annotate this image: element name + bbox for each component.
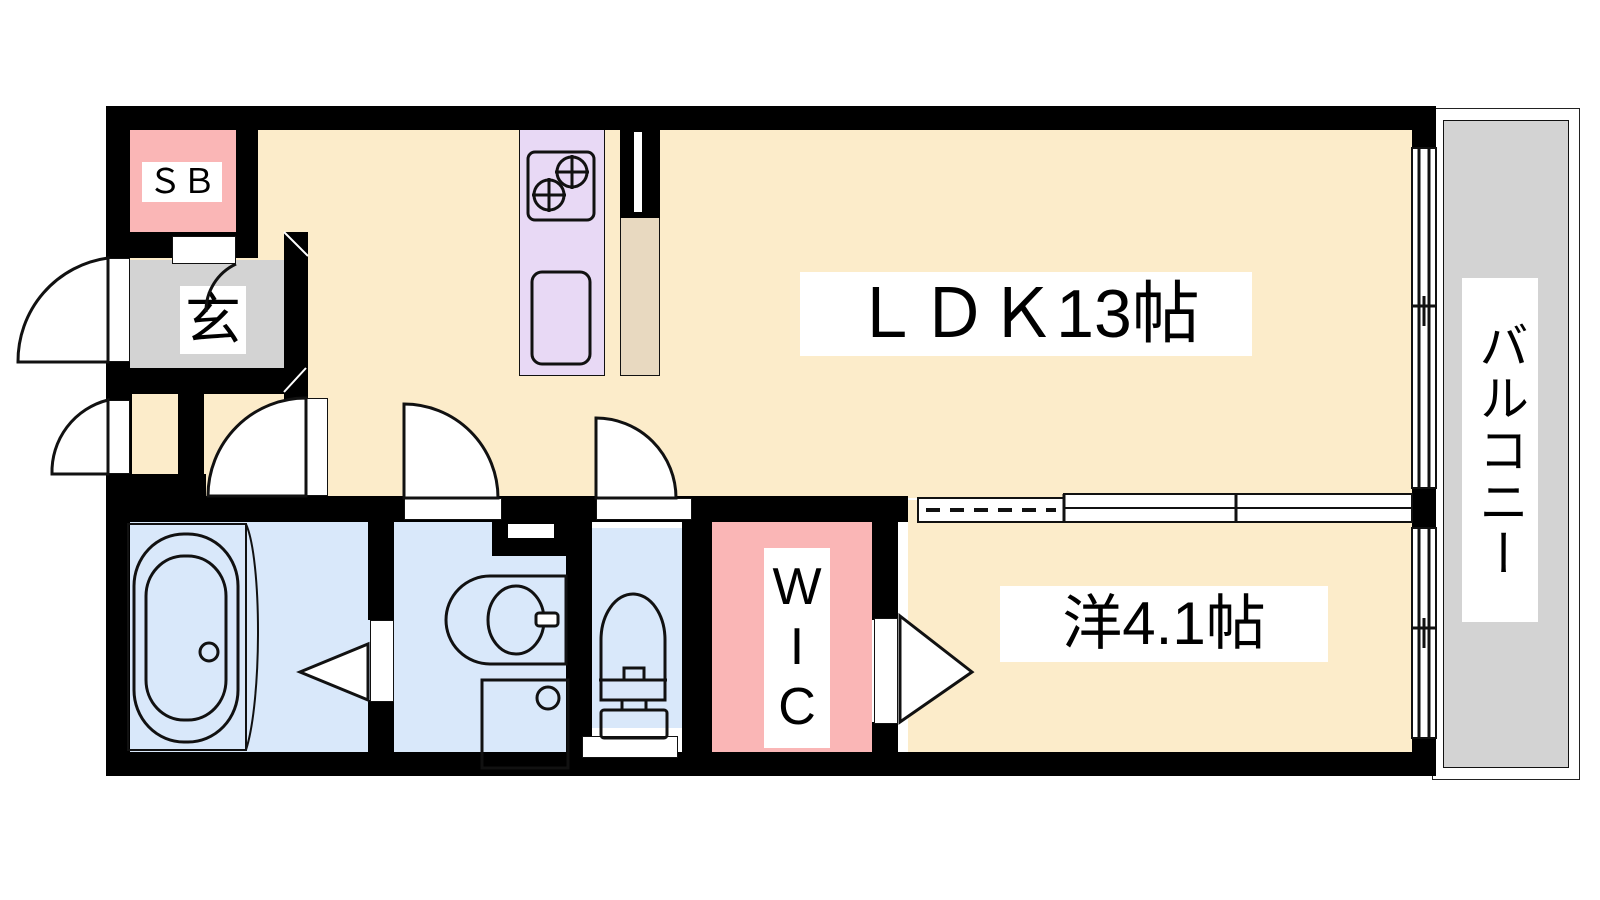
wall-exterior-bottom bbox=[106, 752, 1436, 776]
kitchen-sink-icon bbox=[530, 270, 592, 366]
kitchen-counter bbox=[620, 216, 660, 376]
western-room-label: 洋4.1帖 bbox=[1000, 586, 1328, 662]
wall-toilet-wic bbox=[682, 520, 712, 752]
wall-entrance-bottom bbox=[126, 368, 308, 394]
wall-washroom-toilet bbox=[566, 520, 592, 752]
ldk-door-swing-icon bbox=[206, 396, 308, 498]
wall-ps-bottom bbox=[106, 474, 206, 500]
wall-exterior-right-top bbox=[1412, 106, 1436, 148]
gas-stove-icon bbox=[526, 150, 596, 222]
shoe-box-door[interactable] bbox=[172, 236, 236, 264]
shoe-box-door-swing-icon bbox=[204, 262, 237, 313]
balcony-sliding-door-upper-icon bbox=[1411, 147, 1437, 489]
wall-shoebox-right bbox=[236, 106, 258, 256]
wic-sliding-door-arrow-icon bbox=[898, 612, 975, 725]
toilet-icon bbox=[599, 592, 669, 740]
wall-wic-right-upper bbox=[872, 520, 898, 620]
washing-machine-pan-icon bbox=[480, 678, 570, 770]
wall-bath-washroom-lower bbox=[368, 700, 394, 752]
wall-bath-washroom bbox=[368, 520, 394, 620]
entrance-label: 玄 bbox=[180, 286, 246, 354]
wall-mid-horizontal-right bbox=[872, 496, 908, 522]
bathroom-sliding-door-arrow-icon bbox=[296, 641, 370, 703]
wall-exterior-right-bottom bbox=[1412, 738, 1436, 776]
toilet-door-swing-icon bbox=[594, 416, 678, 500]
wall-mid-horizontal bbox=[130, 496, 906, 522]
wall-exterior-right-mid bbox=[1412, 488, 1436, 528]
washroom-nub-slot bbox=[508, 524, 554, 538]
bathroom-sliding-door[interactable] bbox=[370, 620, 394, 702]
toilet-room-floor bbox=[590, 528, 684, 728]
bathtub-icon bbox=[127, 523, 259, 751]
wall-exterior-top bbox=[106, 106, 1436, 130]
wall-exterior-left-upper bbox=[106, 106, 130, 256]
balcony-label: バルコニー bbox=[1462, 278, 1538, 622]
wic-label: WIC bbox=[764, 548, 830, 748]
wall-exterior-left-lower bbox=[106, 496, 130, 776]
kitchen-divider-slot bbox=[634, 132, 642, 212]
shoe-box-label: ＳＢ bbox=[142, 162, 222, 202]
vanity-basin-icon bbox=[444, 574, 568, 666]
balcony-sliding-door-lower-icon bbox=[1411, 527, 1437, 739]
wall-entrance-right-upper bbox=[284, 232, 308, 380]
washroom-door-swing-icon bbox=[402, 402, 500, 500]
meter-box-door-swing-icon bbox=[50, 398, 110, 476]
wall-corner-mitres bbox=[283, 231, 309, 393]
room-partition-icon bbox=[917, 493, 1413, 523]
entrance-door-swing-icon bbox=[16, 256, 110, 364]
ldk-label: ＬＤＫ13帖 bbox=[800, 272, 1252, 356]
wic-sliding-door[interactable] bbox=[874, 618, 898, 724]
wall-wic-right-lower bbox=[872, 722, 898, 752]
